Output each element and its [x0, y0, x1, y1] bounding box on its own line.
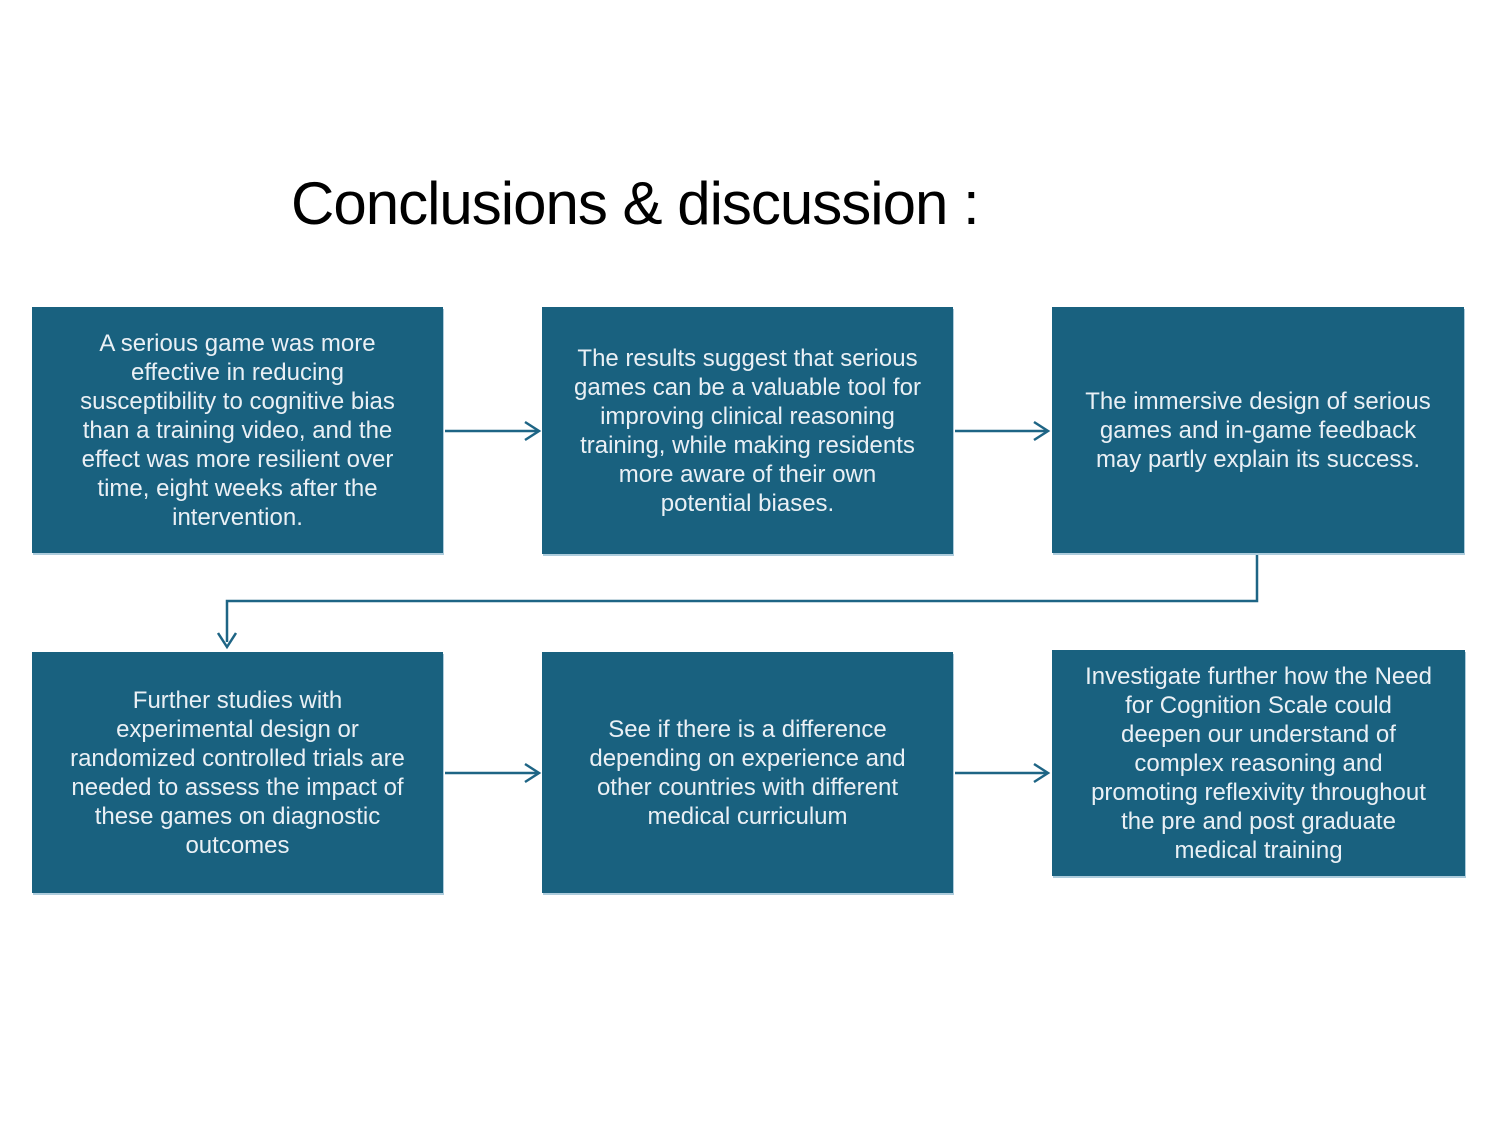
arrow-down-head-icon: [216, 632, 238, 650]
flow-box-text: The immersive design of serious games an…: [1085, 387, 1431, 473]
arrow-right-head-icon: [1033, 420, 1051, 442]
flow-box-immersive-design-success: The immersive design of serious games an…: [1052, 307, 1464, 553]
flow-box-text: A serious game was more effective in red…: [80, 329, 395, 531]
elbow-connector: [225, 555, 1259, 642]
slide-title: Conclusions & discussion :: [291, 170, 980, 237]
flow-box-further-studies-needed: Further studies with experimental design…: [32, 652, 443, 893]
flow-box-experience-country-difference: See if there is a difference depending o…: [542, 652, 953, 893]
arrow-right-head-icon: [524, 420, 542, 442]
flow-box-text: The results suggest that serious games c…: [574, 344, 921, 517]
arrow-right-head-icon: [524, 762, 542, 784]
flow-box-serious-game-effectiveness: A serious game was more effective in red…: [32, 307, 443, 553]
flow-box-text: See if there is a difference depending o…: [589, 715, 906, 830]
arrow-right-head-icon: [1033, 762, 1051, 784]
flow-box-need-for-cognition-scale: Investigate further how the Need for Cog…: [1052, 650, 1465, 876]
flow-box-valuable-tool-for-training: The results suggest that serious games c…: [542, 307, 953, 554]
flow-box-text: Further studies with experimental design…: [70, 686, 405, 859]
flow-box-text: Investigate further how the Need for Cog…: [1085, 662, 1432, 864]
